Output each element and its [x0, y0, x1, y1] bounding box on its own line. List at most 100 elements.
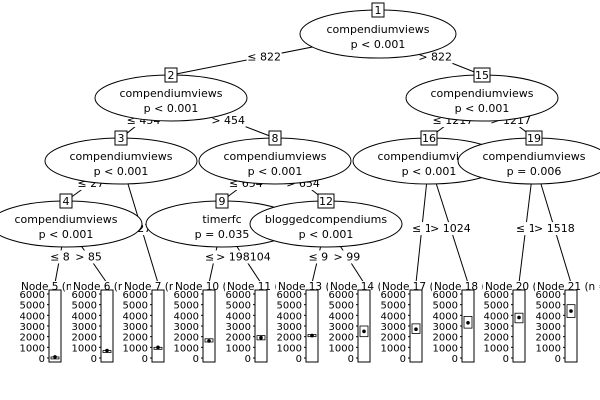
y-tick-label: 1000: [433, 343, 458, 354]
terminal-title: Node 17 (n: [382, 281, 440, 293]
node-id-box: [268, 130, 282, 146]
edge-label-bg: [514, 222, 538, 236]
boxplot-median: [310, 333, 314, 338]
y-tick-label: 6000: [536, 290, 561, 301]
boxplot-median: [569, 309, 573, 313]
y-tick-label: 3000: [277, 322, 302, 333]
edge-label-bg: [48, 250, 72, 264]
y-tick-label: 2000: [123, 333, 148, 344]
boxplot-median: [105, 348, 109, 353]
y-tick-label: 5000: [174, 301, 199, 312]
edge-label-bg: [417, 50, 453, 64]
node-variable: timerfc: [202, 213, 241, 226]
terminal-plot-frame: [202, 289, 216, 363]
node-id: 2: [168, 69, 175, 82]
y-tick-label: 4000: [484, 311, 509, 322]
node-variable: compendiumviews: [430, 87, 533, 100]
y-tick-label: 2000: [484, 333, 509, 344]
y-tick-label: 3000: [123, 322, 148, 333]
node-id-box: [164, 67, 178, 83]
y-tick-label: 3000: [536, 322, 561, 333]
y-tick-label: 6000: [381, 290, 406, 301]
edge-label-12-13: ≤ 9: [308, 250, 328, 263]
y-tick-label: 0: [400, 354, 406, 365]
edge-label-4-6: > 85: [75, 250, 102, 263]
y-tick-label: 4000: [381, 311, 406, 322]
y-tick-label: 3000: [72, 322, 97, 333]
node-id-box: [114, 130, 128, 146]
node-pvalue: p < 0.001: [299, 228, 354, 241]
y-tick-label: 6000: [433, 290, 458, 301]
node-id-box: [317, 193, 335, 209]
y-tick-label: 0: [39, 354, 45, 365]
node-id-box: [215, 193, 229, 209]
y-tick-label: 6000: [329, 290, 354, 301]
boxplot-median: [259, 335, 263, 340]
terminal-title: Node 14 (n: [330, 281, 388, 293]
y-tick-label: 5000: [484, 301, 509, 312]
y-tick-label: 4000: [123, 311, 148, 322]
y-tick-label: 2000: [381, 333, 406, 344]
y-tick-label: 5000: [433, 301, 458, 312]
y-tick-label: 2000: [277, 333, 302, 344]
node-id-box: [371, 2, 385, 18]
y-tick-label: 5000: [536, 301, 561, 312]
terminal-plot-frame: [409, 289, 423, 363]
node-id-box: [473, 67, 491, 83]
y-tick-label: 1000: [20, 343, 45, 354]
y-tick-label: 1000: [484, 343, 509, 354]
edge-label-bg: [410, 222, 434, 236]
terminal-plot-frame: [100, 289, 114, 363]
node-pvalue: p = 0.006: [507, 165, 562, 178]
y-tick-label: 5000: [226, 301, 251, 312]
node-variable: compendiumviews: [119, 87, 222, 100]
node-pvalue: p = 0.035: [195, 228, 250, 241]
y-tick-label: 6000: [226, 290, 251, 301]
y-tick-label: 5000: [277, 301, 302, 312]
node-variable: compendiumviews: [14, 213, 117, 226]
edge-label-bg: [74, 250, 103, 264]
y-tick-label: 0: [452, 354, 458, 365]
y-tick-label: 4000: [174, 311, 199, 322]
y-tick-label: 5000: [20, 301, 45, 312]
y-tick-label: 0: [503, 354, 509, 365]
terminal-title: Node 13 (n: [278, 281, 336, 293]
y-tick-label: 5000: [329, 301, 354, 312]
y-tick-label: 3000: [433, 322, 458, 333]
y-tick-label: 5000: [72, 301, 97, 312]
y-tick-label: 4000: [226, 311, 251, 322]
edge-label-bg: [533, 222, 575, 236]
edge-label-19-20: ≤ 1: [516, 222, 536, 235]
y-tick-label: 0: [296, 354, 302, 365]
node-id: 9: [219, 195, 226, 208]
y-tick-label: 6000: [484, 290, 509, 301]
node-id-box: [525, 130, 543, 146]
y-tick-label: 2000: [536, 333, 561, 344]
terminal-plot-frame: [357, 289, 371, 363]
node-id: 15: [475, 69, 489, 82]
terminal-title: Node 20 (n: [485, 281, 543, 293]
y-tick-label: 0: [555, 354, 561, 365]
terminal-title: Node 18 (n: [434, 281, 492, 293]
boxplot-median: [414, 327, 418, 332]
y-tick-label: 1000: [72, 343, 97, 354]
node-variable: compendiumviews: [223, 150, 326, 163]
edge-label-16-18: > 1024: [430, 222, 471, 235]
y-tick-label: 6000: [277, 290, 302, 301]
edge-label-bg: [246, 50, 282, 64]
y-tick-label: 1000: [277, 343, 302, 354]
y-tick-label: 0: [91, 354, 97, 365]
y-tick-label: 1000: [536, 343, 561, 354]
